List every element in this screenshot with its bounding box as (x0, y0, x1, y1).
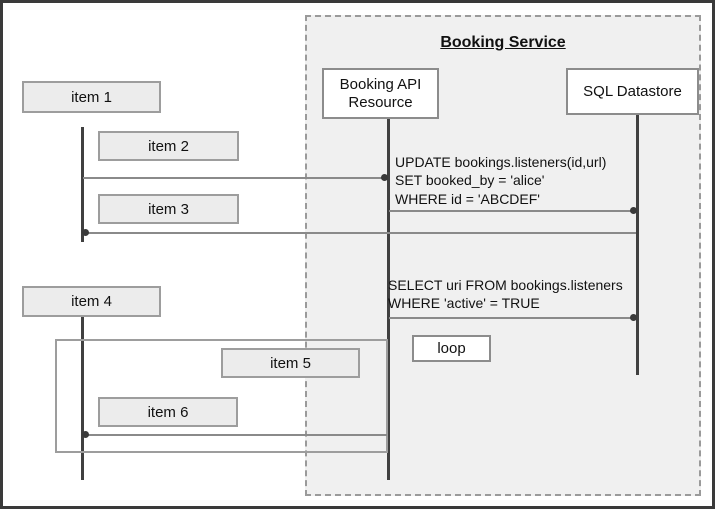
message-arrow-item-2 (83, 177, 385, 179)
message-arrow-item-3-return (85, 232, 636, 234)
item-box-3: item 3 (98, 194, 239, 224)
message-text-update-booking: UPDATE bookings.listeners(id,url) SET bo… (395, 154, 607, 207)
loop-fragment-frame (55, 339, 388, 453)
participant-sql-datastore: SQL Datastore (566, 68, 699, 115)
message-arrow-select-listeners (389, 317, 634, 319)
booking-service-title: Booking Service (440, 34, 566, 51)
arrow-head-update-booking (630, 207, 637, 214)
arrow-head-select-listeners (630, 314, 637, 321)
item-box-5: item 5 (221, 348, 360, 378)
item-box-6: item 6 (98, 397, 238, 427)
lifeline-booking-api (387, 119, 390, 480)
arrow-head-item-3-return (82, 229, 89, 236)
loop-fragment-label: loop (412, 335, 491, 362)
item-box-2: item 2 (98, 131, 239, 161)
arrow-head-item-6-return (82, 431, 89, 438)
arrow-head-item-2 (381, 174, 388, 181)
message-text-select-listeners: SELECT uri FROM bookings.listeners WHERE… (388, 277, 623, 312)
item-box-4: item 4 (22, 286, 161, 317)
lifeline-actor-left-lower (81, 315, 84, 480)
message-arrow-update-booking (389, 210, 634, 212)
item-box-1: item 1 (22, 81, 161, 113)
lifeline-sql-datastore (636, 115, 639, 375)
lifeline-actor-left (81, 127, 84, 242)
message-arrow-item-6-return (85, 434, 387, 436)
participant-booking-api: Booking API Resource (322, 68, 439, 119)
